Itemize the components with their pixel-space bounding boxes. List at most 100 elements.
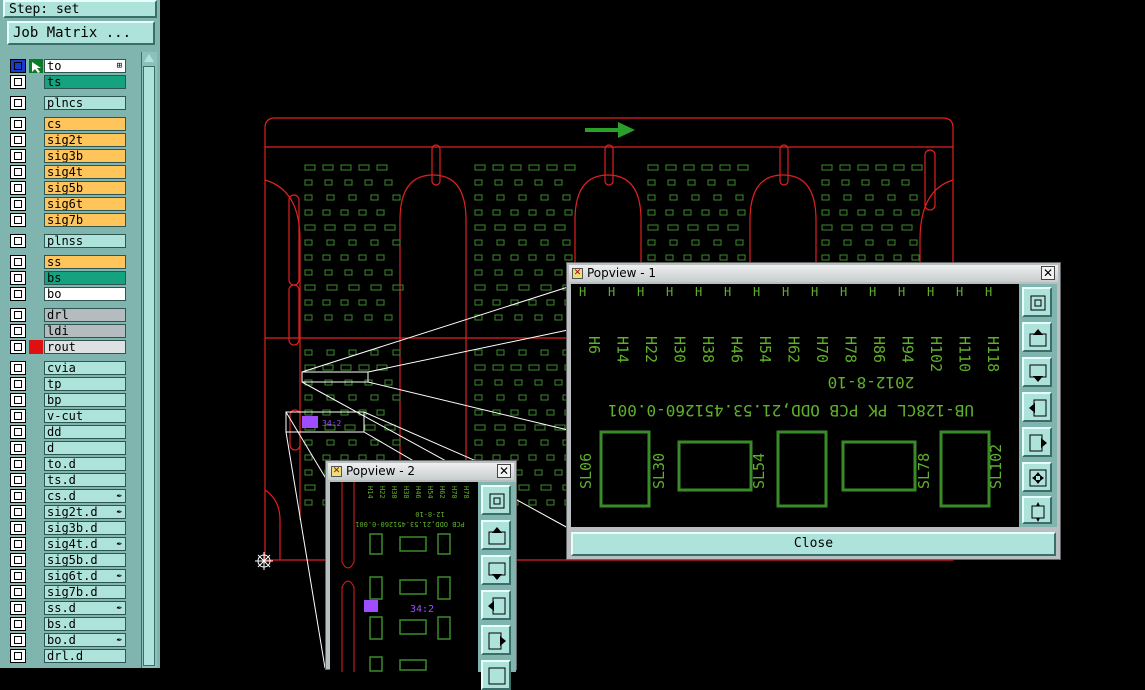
work-layer-arrow-icon[interactable] xyxy=(29,59,43,73)
layer-row-sig5b[interactable]: sig5b xyxy=(7,180,130,196)
layer-name[interactable]: ss.d✒ xyxy=(44,601,126,615)
layer-name[interactable]: cvia xyxy=(44,361,126,375)
close-icon[interactable]: ✕ xyxy=(497,464,511,478)
layer-row-sig2t[interactable]: sig2t xyxy=(7,132,130,148)
layer-checkbox[interactable] xyxy=(10,617,26,631)
layer-row-bo.d[interactable]: bo.d✒ xyxy=(7,632,130,648)
layer-row-drl[interactable]: drl xyxy=(7,307,130,323)
layer-row-drl.d[interactable]: drl.d xyxy=(7,648,130,664)
pan-right-icon[interactable] xyxy=(1022,427,1052,457)
layer-name[interactable]: sig7b xyxy=(44,213,126,227)
close-icon[interactable]: ✕ xyxy=(1041,266,1055,280)
layer-checkbox[interactable] xyxy=(10,271,26,285)
layer-row-sig7b.d[interactable]: sig7b.d xyxy=(7,584,130,600)
layer-row-sig4t[interactable]: sig4t xyxy=(7,164,130,180)
layer-row-rout[interactable]: rout xyxy=(7,339,130,355)
layer-checkbox[interactable] xyxy=(10,181,26,195)
layer-name[interactable]: sig6t.d✒ xyxy=(44,569,126,583)
layer-checkbox[interactable] xyxy=(10,505,26,519)
step-label[interactable]: Step: set xyxy=(3,0,157,18)
layer-row-bp[interactable]: bp xyxy=(7,392,130,408)
zoom-home-icon[interactable] xyxy=(1022,496,1052,524)
layer-checkbox[interactable] xyxy=(10,537,26,551)
layer-name[interactable]: to.d xyxy=(44,457,126,471)
layer-row-sig3b.d[interactable]: sig3b.d xyxy=(7,520,130,536)
layer-checkbox[interactable] xyxy=(10,569,26,583)
zoom-fit-icon[interactable] xyxy=(1022,462,1052,492)
layer-row-ldi[interactable]: ldi xyxy=(7,323,130,339)
close-button[interactable]: Close xyxy=(571,532,1056,556)
popview-1-titlebar[interactable]: ✕ Popview - 1 ✕ xyxy=(569,265,1058,282)
layer-checkbox[interactable] xyxy=(10,425,26,439)
pan-left-icon[interactable] xyxy=(1022,392,1052,422)
layer-name[interactable]: cs xyxy=(44,117,126,131)
pan-up-icon[interactable] xyxy=(481,520,511,550)
layer-checkbox[interactable] xyxy=(10,287,26,301)
scroll-up-icon[interactable] xyxy=(144,54,154,62)
pan-right-icon[interactable] xyxy=(481,625,511,655)
layer-row-sig6t.d[interactable]: sig6t.d✒ xyxy=(7,568,130,584)
layer-row-sig7b[interactable]: sig7b xyxy=(7,212,130,228)
layer-name[interactable]: sig6t xyxy=(44,197,126,211)
layer-row-sig2t.d[interactable]: sig2t.d✒ xyxy=(7,504,130,520)
layer-row-sig6t[interactable]: sig6t xyxy=(7,196,130,212)
layer-row-to[interactable]: to⊞ xyxy=(7,58,130,74)
zoom-fit-icon[interactable] xyxy=(481,660,511,690)
layer-name[interactable]: sig4t xyxy=(44,165,126,179)
layer-checkbox[interactable] xyxy=(10,361,26,375)
layer-name[interactable]: to⊞ xyxy=(44,59,126,73)
layer-checkbox[interactable] xyxy=(10,377,26,391)
layer-name[interactable]: bs xyxy=(44,271,126,285)
layer-row-ss.d[interactable]: ss.d✒ xyxy=(7,600,130,616)
layer-name[interactable]: plnss xyxy=(44,234,126,248)
layer-name[interactable]: d xyxy=(44,441,126,455)
layer-color-swatch[interactable] xyxy=(29,340,43,354)
popview-2-titlebar[interactable]: ✕ Popview - 2 ✕ xyxy=(328,463,514,480)
layer-checkbox[interactable] xyxy=(10,117,26,131)
layer-checkbox[interactable] xyxy=(10,457,26,471)
layer-name[interactable]: sig7b.d xyxy=(44,585,126,599)
layer-row-plnss[interactable]: plnss xyxy=(7,233,130,249)
layer-checkbox[interactable] xyxy=(10,324,26,338)
layer-checkbox[interactable] xyxy=(10,553,26,567)
layer-checkbox[interactable] xyxy=(10,59,26,73)
layer-name[interactable]: cs.d✒ xyxy=(44,489,126,503)
layer-checkbox[interactable] xyxy=(10,521,26,535)
layer-checkbox[interactable] xyxy=(10,649,26,663)
layer-checkbox[interactable] xyxy=(10,133,26,147)
layer-checkbox[interactable] xyxy=(10,340,26,354)
layer-row-bs.d[interactable]: bs.d xyxy=(7,616,130,632)
pan-up-icon[interactable] xyxy=(1022,322,1052,352)
layer-name[interactable]: drl.d xyxy=(44,649,126,663)
layer-checkbox[interactable] xyxy=(10,489,26,503)
scroll-thumb[interactable] xyxy=(143,66,155,666)
pan-down-icon[interactable] xyxy=(481,555,511,585)
layer-name[interactable]: sig2t.d✒ xyxy=(44,505,126,519)
layer-row-sig3b[interactable]: sig3b xyxy=(7,148,130,164)
layer-checkbox[interactable] xyxy=(10,633,26,647)
layer-checkbox[interactable] xyxy=(10,149,26,163)
layer-checkbox[interactable] xyxy=(10,234,26,248)
layer-checkbox[interactable] xyxy=(10,473,26,487)
layer-row-to.d[interactable]: to.d xyxy=(7,456,130,472)
layer-name[interactable]: ldi xyxy=(44,324,126,338)
layer-checkbox[interactable] xyxy=(10,585,26,599)
layer-name[interactable]: bp xyxy=(44,393,126,407)
layer-checkbox[interactable] xyxy=(10,96,26,110)
layer-row-ss[interactable]: ss xyxy=(7,254,130,270)
layer-name[interactable]: plncs xyxy=(44,96,126,110)
layer-name[interactable]: ss xyxy=(44,255,126,269)
layer-row-dd[interactable]: dd xyxy=(7,424,130,440)
layer-checkbox[interactable] xyxy=(10,601,26,615)
layer-row-cs.d[interactable]: cs.d✒ xyxy=(7,488,130,504)
layer-name[interactable]: v-cut xyxy=(44,409,126,423)
layer-name[interactable]: bo.d✒ xyxy=(44,633,126,647)
layer-name[interactable]: dd xyxy=(44,425,126,439)
layer-row-d[interactable]: d xyxy=(7,440,130,456)
layer-row-v-cut[interactable]: v-cut xyxy=(7,408,130,424)
layer-row-sig5b.d[interactable]: sig5b.d xyxy=(7,552,130,568)
layer-name[interactable]: tp xyxy=(44,377,126,391)
